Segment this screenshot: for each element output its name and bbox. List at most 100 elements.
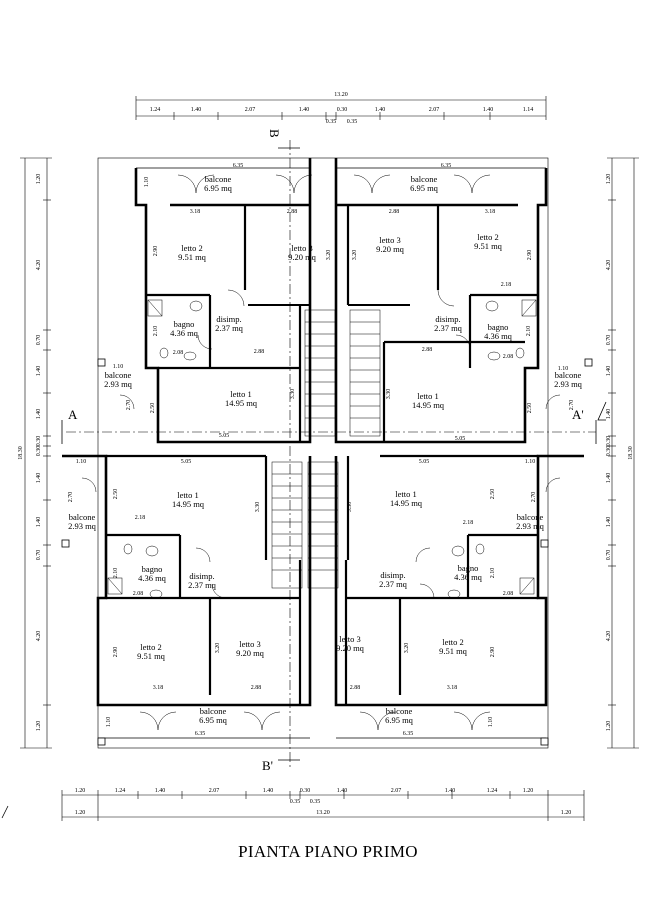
svg-text:balcone: balcone	[205, 174, 232, 184]
svg-text:1.40: 1.40	[155, 788, 166, 794]
svg-text:2.37 mq: 2.37 mq	[379, 579, 408, 589]
svg-text:4.36 mq: 4.36 mq	[484, 331, 513, 341]
svg-text:letto 2: letto 2	[181, 243, 202, 253]
svg-text:2.07: 2.07	[391, 788, 402, 794]
svg-text:1.40: 1.40	[606, 366, 612, 377]
svg-text:5.05: 5.05	[419, 459, 430, 465]
svg-text:2.93 mq: 2.93 mq	[104, 379, 133, 389]
svg-text:2.07: 2.07	[245, 107, 256, 113]
svg-text:3.18: 3.18	[485, 209, 496, 215]
svg-text:0.30: 0.30	[300, 788, 311, 794]
svg-text:2.70: 2.70	[569, 400, 575, 411]
svg-text:1.40: 1.40	[337, 788, 348, 794]
top-dimension-text: 13.20 1.24 1.40 2.07 1.40 0.30 1.40 2.07…	[150, 92, 534, 125]
section-mark-b-prime: B'	[262, 758, 273, 773]
svg-text:1.10: 1.10	[144, 177, 150, 188]
side-dimension-text-left: 1.20 4.20 0.70 1.40 1.40 0.30 0.30 1.40 …	[18, 174, 42, 732]
svg-text:disimp.: disimp.	[380, 570, 405, 580]
svg-text:bagno: bagno	[174, 319, 195, 329]
svg-text:2.90: 2.90	[490, 647, 496, 658]
svg-text:2.88: 2.88	[254, 349, 265, 355]
svg-text:disimp.: disimp.	[189, 571, 214, 581]
svg-text:2.10: 2.10	[490, 568, 496, 579]
svg-text:6.35: 6.35	[233, 163, 244, 169]
svg-text:1.20: 1.20	[606, 174, 612, 185]
svg-text:balcone: balcone	[200, 706, 227, 716]
building-walls	[62, 157, 584, 749]
bottom-dimension-text: 1.20 1.24 1.40 2.07 1.40 0.30 1.40 2.07 …	[75, 788, 572, 816]
svg-text:14.95 mq: 14.95 mq	[225, 398, 258, 408]
svg-text:6.35: 6.35	[403, 731, 414, 737]
svg-text:2.88: 2.88	[389, 209, 400, 215]
room-label: letto 114.95 mq	[225, 389, 258, 408]
section-lines	[66, 140, 596, 770]
svg-text:bagno: bagno	[488, 322, 509, 332]
svg-text:4.20: 4.20	[606, 631, 612, 642]
svg-text:1.40: 1.40	[36, 517, 42, 528]
svg-text:2.50: 2.50	[150, 403, 156, 414]
svg-text:3.18: 3.18	[447, 685, 458, 691]
svg-text:2.88: 2.88	[287, 209, 298, 215]
doors	[81, 174, 561, 731]
section-arrows	[1, 147, 607, 819]
svg-text:2.50: 2.50	[490, 489, 496, 500]
svg-text:1.20: 1.20	[75, 788, 86, 794]
svg-text:2.37 mq: 2.37 mq	[215, 323, 244, 333]
svg-text:5.05: 5.05	[219, 433, 230, 439]
svg-text:3.18: 3.18	[190, 209, 201, 215]
svg-text:2.90: 2.90	[527, 250, 533, 261]
side-dimension-text-right: 1.20 4.20 0.70 1.40 1.40 0.30 0.30 1.40 …	[606, 174, 634, 732]
room-label: letto 114.95 mq	[412, 391, 445, 410]
svg-text:2.07: 2.07	[209, 788, 220, 794]
svg-text:2.10: 2.10	[113, 568, 119, 579]
svg-text:0.30: 0.30	[606, 436, 612, 447]
svg-text:1.40: 1.40	[375, 107, 386, 113]
svg-text:14.95 mq: 14.95 mq	[390, 498, 423, 508]
section-mark-b: B	[267, 129, 282, 138]
svg-text:9.20 mq: 9.20 mq	[376, 244, 405, 254]
svg-text:1.10: 1.10	[76, 459, 87, 465]
sanitary-fixtures	[107, 299, 537, 599]
svg-text:1.10: 1.10	[558, 366, 569, 372]
svg-text:letto 1: letto 1	[395, 489, 416, 499]
room-label: letto 39.20 mq	[376, 235, 405, 254]
plan-title: PIANTA PIANO PRIMO	[238, 842, 418, 861]
room-label: letto 29.51 mq	[178, 243, 207, 262]
svg-text:2.10: 2.10	[526, 326, 532, 337]
svg-text:1.40: 1.40	[263, 788, 274, 794]
svg-text:1.10: 1.10	[113, 364, 124, 370]
overall-width-bottom: 13.20	[316, 810, 330, 816]
svg-text:letto 1: letto 1	[177, 490, 198, 500]
svg-text:0.35: 0.35	[326, 119, 337, 125]
svg-text:9.51 mq: 9.51 mq	[474, 241, 503, 251]
pillars	[61, 358, 593, 746]
side-dimension-lines	[20, 157, 639, 749]
svg-text:2.18: 2.18	[501, 282, 512, 288]
svg-text:bagno: bagno	[142, 564, 163, 574]
svg-text:disimp.: disimp.	[216, 314, 241, 324]
svg-text:6.95 mq: 6.95 mq	[199, 715, 228, 725]
svg-text:2.37 mq: 2.37 mq	[434, 323, 463, 333]
svg-text:1.40: 1.40	[606, 409, 612, 420]
svg-text:1.40: 1.40	[299, 107, 310, 113]
top-dimension-lines	[135, 96, 547, 120]
svg-text:0.70: 0.70	[36, 335, 42, 346]
svg-text:disimp.: disimp.	[435, 314, 460, 324]
svg-text:3.18: 3.18	[153, 685, 164, 691]
svg-text:balcone: balcone	[411, 174, 438, 184]
svg-text:1.40: 1.40	[606, 473, 612, 484]
svg-text:4.20: 4.20	[606, 260, 612, 271]
svg-text:14.95 mq: 14.95 mq	[172, 499, 205, 509]
svg-text:1.20: 1.20	[523, 788, 534, 794]
svg-text:2.93 mq: 2.93 mq	[516, 521, 545, 531]
svg-text:2.93 mq: 2.93 mq	[554, 379, 583, 389]
svg-text:3.30: 3.30	[386, 389, 392, 400]
